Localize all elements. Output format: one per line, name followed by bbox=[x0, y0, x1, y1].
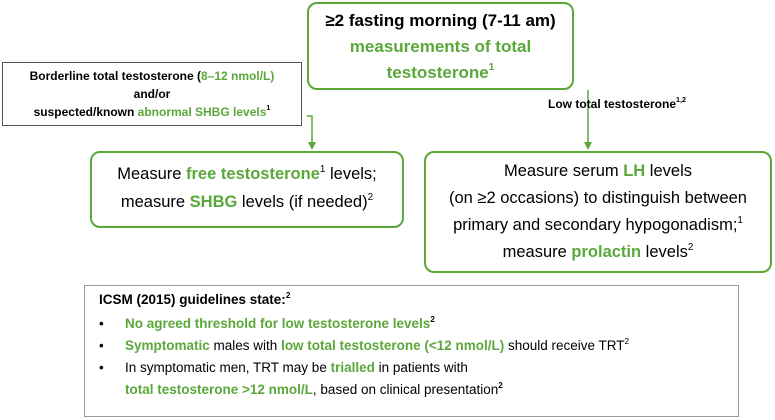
borderline-line2: and/or bbox=[133, 87, 171, 101]
icsm-title: ICSM (2015) guidelines state:2 bbox=[99, 290, 291, 307]
guideline-bullet-3-continued: total testosterone >12 nmol/L, based on … bbox=[125, 380, 503, 397]
top-box-line1: ≥2 fasting morning (7-11 am) bbox=[325, 11, 556, 30]
guideline-bullet-1: • No agreed threshold for low testostero… bbox=[99, 313, 728, 335]
guideline-bullet-3: • In symptomatic men, TRT may be trialle… bbox=[99, 357, 728, 379]
left-box-line2: measure SHBG levels (if needed)2 bbox=[120, 191, 374, 211]
borderline-line3: suspected/known abnormal SHBG levels1 bbox=[33, 103, 271, 119]
bullet-icon: • bbox=[99, 316, 104, 331]
borderline-testosterone-box: Borderline total testosterone (8–12 nmol… bbox=[2, 62, 302, 126]
bullet-icon: • bbox=[99, 338, 104, 353]
fasting-measurements-box: ≥2 fasting morning (7-11 am) measurement… bbox=[307, 2, 574, 90]
right-box-line4: measure prolactin levels2 bbox=[502, 241, 694, 261]
borderline-line1: Borderline total testosterone (8–12 nmol… bbox=[29, 69, 275, 83]
arrow-to-free-testosterone bbox=[307, 115, 316, 150]
bullet-icon: • bbox=[99, 360, 104, 375]
top-box-line3: testosterone1 bbox=[386, 62, 495, 82]
lh-measurement-box: Measure serum LH levels (on ≥2 occasions… bbox=[424, 151, 772, 273]
guideline-bullet-2: • Symptomatic males with low total testo… bbox=[99, 335, 728, 357]
left-box-line1: Measure free testosterone1 levels; bbox=[117, 163, 377, 183]
right-box-line1: Measure serum LH levels bbox=[504, 162, 692, 180]
low-testosterone-label: Low total testosterone1,2 bbox=[548, 95, 687, 111]
free-testosterone-box: Measure free testosterone1 levels; measu… bbox=[90, 151, 404, 228]
icsm-guidelines-box: ICSM (2015) guidelines state:2 • No agre… bbox=[84, 285, 739, 417]
top-box-line2: measurements of total bbox=[349, 37, 532, 56]
right-box-line3: primary and secondary hypogonadism;1 bbox=[453, 214, 743, 234]
right-box-line2: (on ≥2 occasions) to distinguish between bbox=[449, 189, 747, 207]
